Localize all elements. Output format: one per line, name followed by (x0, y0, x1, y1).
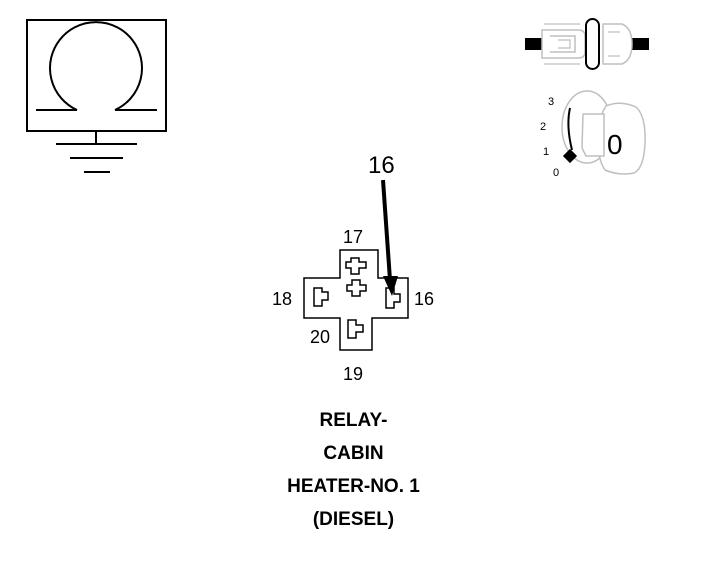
key-position-1: 1 (543, 146, 549, 158)
callout-arrow (381, 179, 398, 296)
title-line-2: CABIN (323, 443, 384, 464)
callout-pin-label: 16 (368, 152, 395, 179)
title-line-3: HEATER-NO. 1 (287, 476, 420, 497)
pin-label-left: 18 (272, 289, 292, 309)
relay-connector-icon (303, 249, 409, 351)
fuse-connector-icon (525, 18, 649, 70)
pin-label-bottom-left: 20 (310, 327, 330, 347)
key-position-3: 3 (548, 96, 554, 108)
key-position-2: 2 (540, 121, 546, 133)
ground-omega-symbol-icon (26, 19, 167, 173)
pin-label-top: 17 (343, 227, 363, 247)
key-label: 0 (607, 129, 623, 160)
pin-label-right: 16 (414, 289, 434, 309)
title-line-1: RELAY- (319, 410, 388, 431)
title-line-4: (DIESEL) (312, 509, 395, 530)
ignition-key-icon: 3 2 1 0 0 (540, 90, 646, 179)
key-position-0: 0 (553, 167, 559, 179)
pin-label-bottom: 19 (343, 364, 363, 384)
